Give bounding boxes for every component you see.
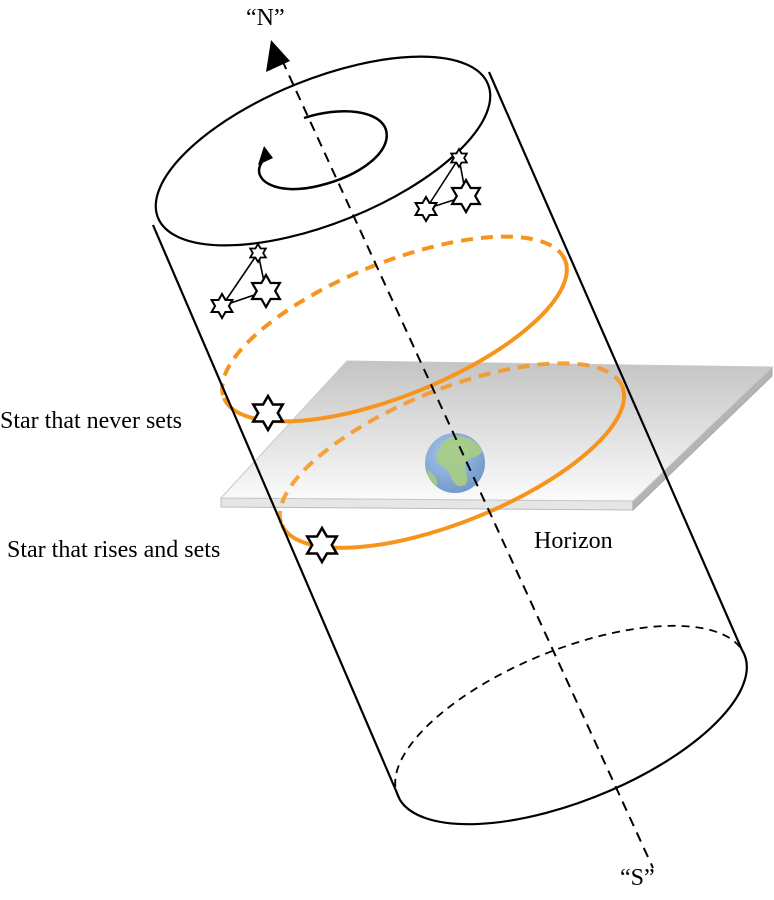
south-label: “S”	[620, 865, 655, 891]
north-arrow-icon	[266, 40, 290, 72]
constellation-right	[416, 149, 480, 221]
horizon-plane	[219, 360, 774, 512]
north-label: “N”	[246, 5, 285, 31]
constellation-left	[212, 244, 280, 318]
star-never-sets-label: Star that never sets	[0, 408, 182, 434]
earth-globe-icon	[425, 433, 485, 493]
horizon-label: Horizon	[534, 528, 613, 554]
rotation-arrow-icon	[257, 110, 388, 191]
star-rises-sets-icon	[307, 528, 336, 562]
rotation-axis	[266, 40, 654, 869]
star-rises-sets-label: Star that rises and sets	[7, 537, 221, 563]
celestial-cylinder	[151, 55, 748, 826]
star-never-sets-icon	[253, 396, 282, 430]
